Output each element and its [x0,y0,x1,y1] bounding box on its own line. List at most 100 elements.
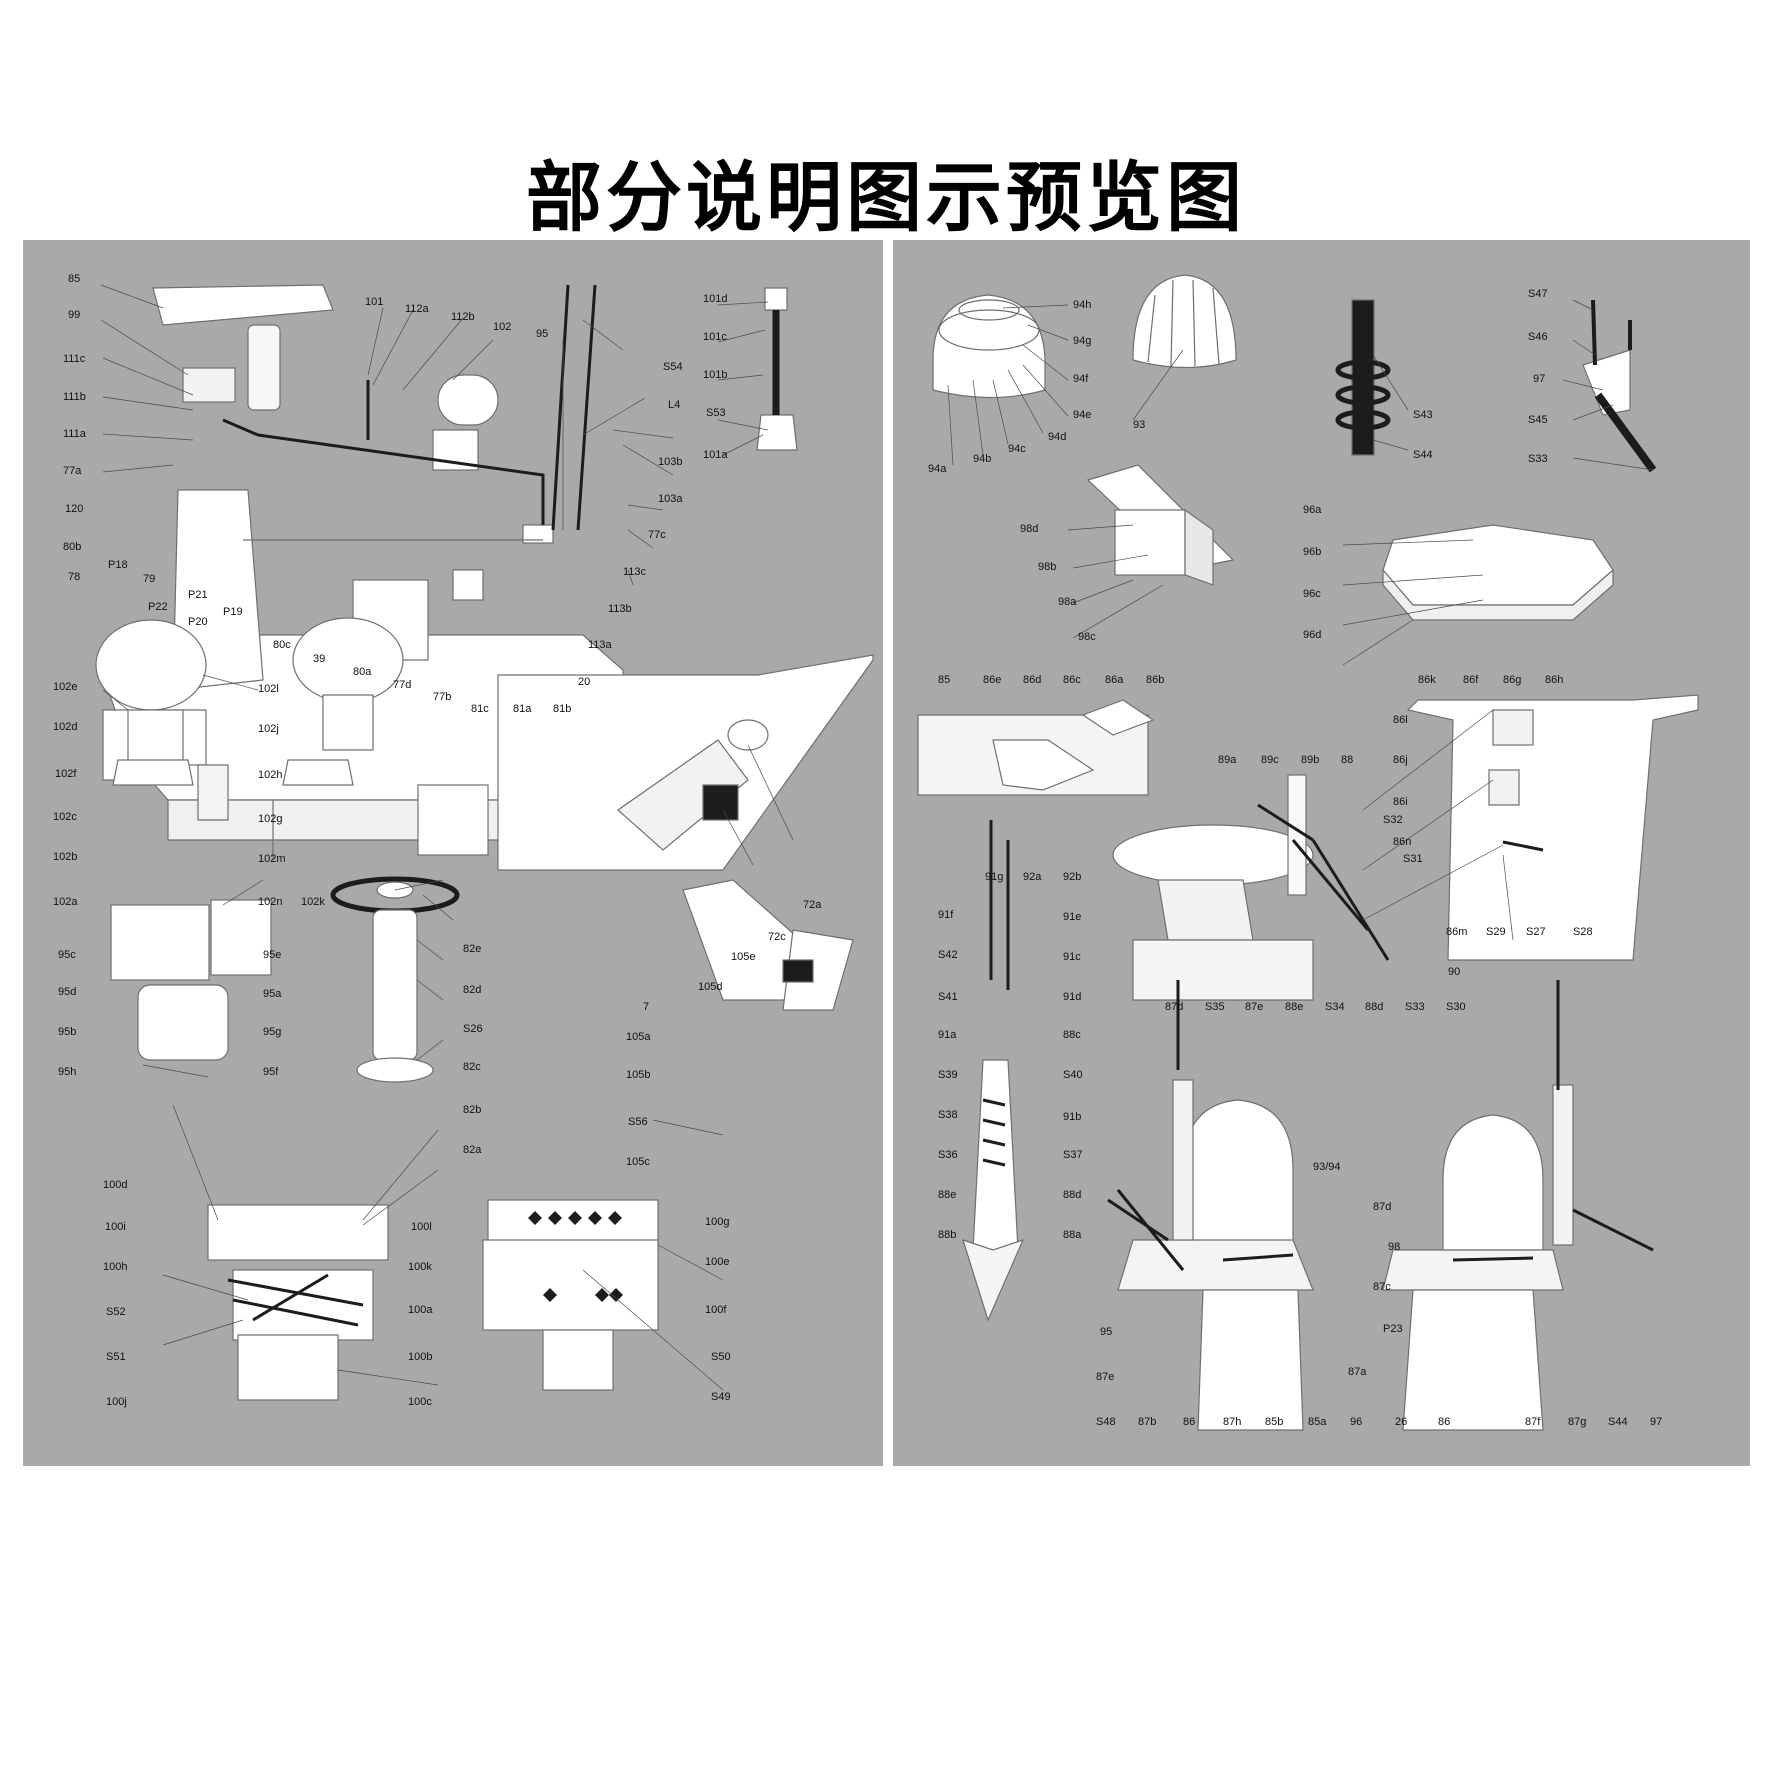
frame-100 [207,1204,389,1401]
label-99: 99 [68,309,80,321]
label-95a: 95a [263,988,282,1000]
label-88b: 88b [938,1229,956,1241]
label-97-b: 97 [1650,1416,1662,1428]
right-sheet-diagram: 94h 94g 94f 94e 94d 94c 94b 94a 93 S43 S… [917,274,1699,1431]
label-105b: 105b [626,1069,650,1081]
label-88c: 88c [1063,1029,1081,1041]
label-93-94: 93/94 [1313,1161,1341,1173]
label-105e: 105e [731,951,755,963]
label-S50: S50 [711,1351,731,1363]
label-113c: 113c [623,566,647,578]
label-S46: S46 [1528,331,1548,343]
label-88e: 88e [1285,1001,1303,1013]
label-81b: 81b [553,703,571,715]
label-102c: 102c [53,811,77,823]
label-86l: 86l [1393,714,1408,726]
label-87h: 87h [1223,1416,1241,1428]
label-S43: S43 [1413,409,1433,421]
label-86a: 86a [1105,674,1124,686]
label-S42: S42 [938,949,958,961]
label-112b: 112b [451,311,475,323]
label-85-right: 85 [938,674,950,686]
label-82a: 82a [463,1144,482,1156]
label-87g: 87g [1568,1416,1586,1428]
label-86e: 86e [983,674,1001,686]
label-100k: 100k [408,1261,432,1273]
label-112a: 112a [405,303,430,315]
page-title: 部分说明图示预览图 [526,153,1246,242]
label-S41: S41 [938,991,958,1003]
label-86c: 86c [1063,674,1081,686]
label-95b: 95b [58,1026,76,1038]
label-96d: 96d [1303,629,1321,641]
label-102j: 102j [258,723,279,735]
label-94b: 94b [973,453,991,465]
label-P23: P23 [1383,1323,1403,1335]
label-26: 26 [1395,1416,1407,1428]
label-S27: S27 [1526,926,1546,938]
label-113b: 113b [608,603,632,615]
label-72a: 72a [803,899,822,911]
label-78: 78 [68,571,80,583]
label-100a: 100a [408,1304,433,1316]
label-100e: 100e [705,1256,729,1268]
label-88e-b: 88e [938,1189,956,1201]
label-88a: 88a [1063,1229,1082,1241]
label-89b: 89b [1301,754,1319,766]
label-95-b: 95 [1100,1326,1112,1338]
label-P20: P20 [188,616,208,628]
label-91f: 91f [938,909,954,921]
bracket-s47 [1582,299,1657,473]
label-92b: 92b [1063,871,1081,883]
label-7: 7 [643,1001,649,1013]
label-95: 95 [536,328,548,340]
label-P18: P18 [108,559,128,571]
label-80b: 80b [63,541,81,553]
label-98-b: 98 [1388,1241,1400,1253]
label-20: 20 [578,676,590,688]
label-86h: 86h [1545,674,1563,686]
label-96c: 96c [1303,588,1321,600]
label-S31: S31 [1403,853,1423,865]
label-S51: S51 [106,1351,126,1363]
label-100c: 100c [408,1396,432,1408]
label-111b: 111b [63,391,86,403]
label-105d: 105d [698,981,722,993]
label-P21: P21 [188,589,208,601]
label-77b: 77b [433,691,451,703]
label-S49: S49 [711,1391,731,1403]
part-105 [682,879,854,1011]
label-S47: S47 [1528,288,1548,300]
label-120: 120 [65,503,83,515]
label-82b: 82b [463,1104,481,1116]
label-85a: 85a [1308,1416,1327,1428]
label-86-c: 86 [1438,1416,1450,1428]
plate-96 [1382,524,1614,621]
label-96a: 96a [1303,504,1322,516]
label-S26: S26 [463,1023,483,1035]
label-102n: 102n [258,896,282,908]
label-98b: 98b [1038,561,1056,573]
label-98a: 98a [1058,596,1077,608]
label-94f: 94f [1073,373,1089,385]
label-89a: 89a [1218,754,1237,766]
label-87a: 87a [1348,1366,1367,1378]
label-87f: 87f [1525,1416,1541,1428]
label-P22: P22 [148,601,168,613]
label-82c: 82c [463,1061,481,1073]
label-102b: 102b [53,851,77,863]
label-105c: 105c [626,1156,650,1168]
label-98c: 98c [1078,631,1096,643]
label-S45: S45 [1528,414,1548,426]
label-91d: 91d [1063,991,1081,1003]
label-100l: 100l [411,1221,432,1233]
label-91a: 91a [938,1029,957,1041]
left-sheet-diagram: 85 99 111c 111b 111a 77a 120 80b 78 P18 … [53,273,874,1408]
label-82e: 82e [463,943,481,955]
label-S29: S29 [1486,926,1506,938]
label-86-b: 86 [1183,1416,1195,1428]
label-101: 101 [365,296,383,308]
label-103a: 103a [658,493,683,505]
label-S34: S34 [1325,1001,1345,1013]
label-100j: 100j [106,1396,127,1408]
